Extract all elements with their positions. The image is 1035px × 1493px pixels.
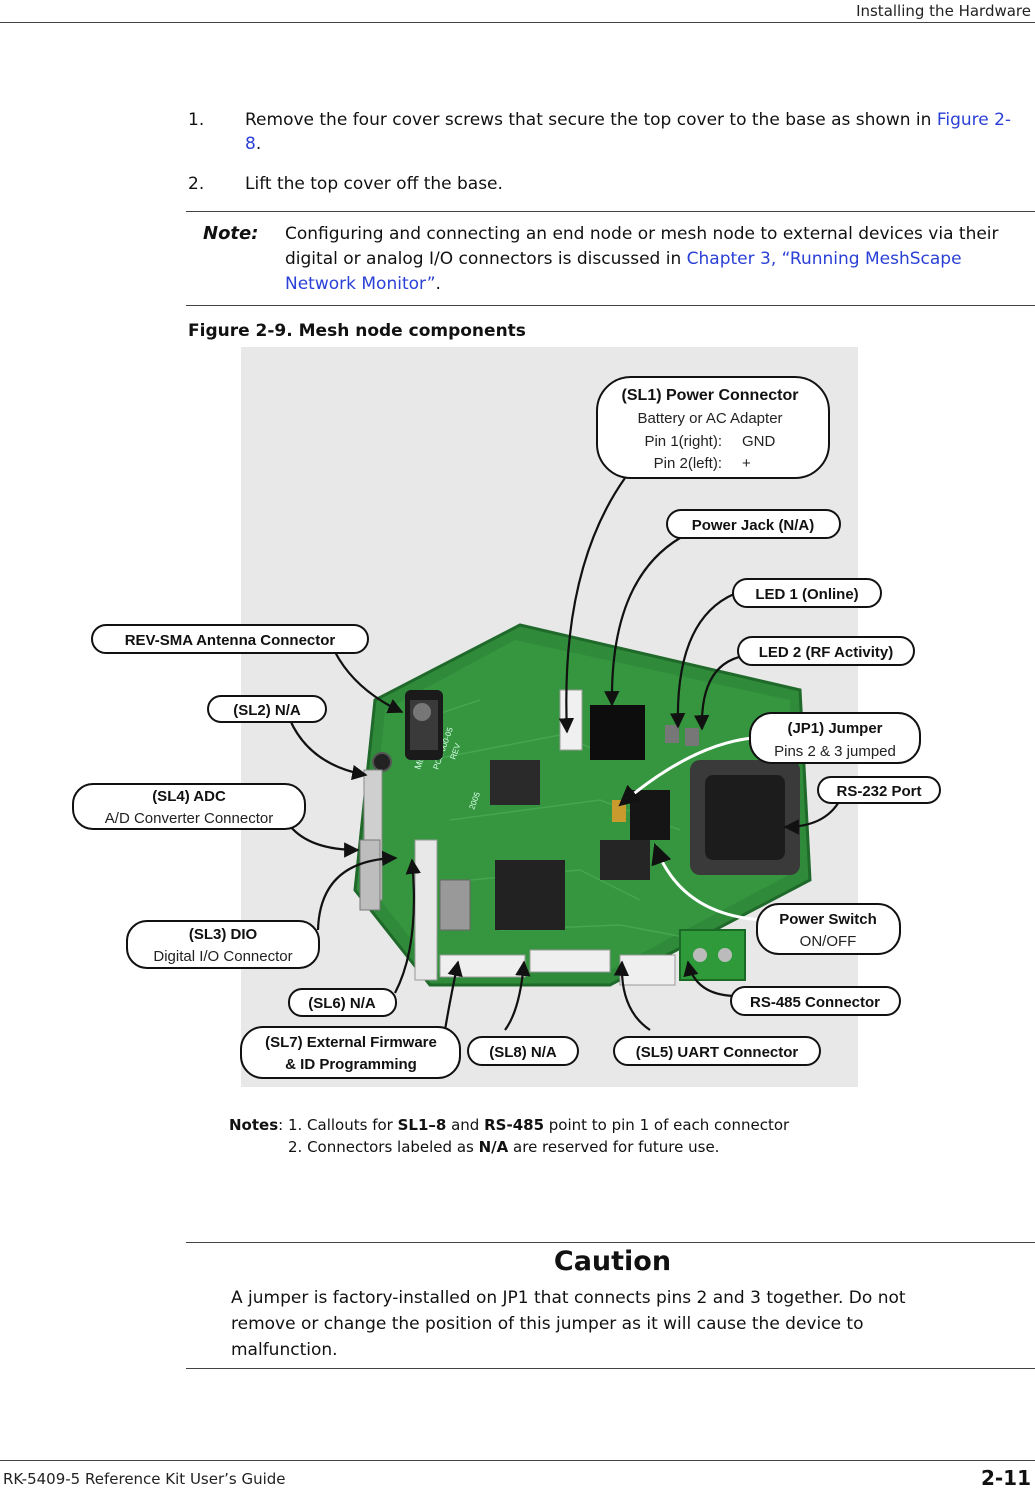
note2-end: are reserved for future use.: [508, 1138, 720, 1156]
note-text: Configuring and connecting an end node o…: [285, 224, 999, 269]
step-text: Remove the four cover screws that secure…: [245, 108, 1025, 156]
step-number: 2.: [188, 174, 205, 194]
running-header: Installing the Hardware: [856, 2, 1031, 20]
notes-lead: Notes: [229, 1116, 279, 1134]
note2-bold: N/A: [478, 1138, 509, 1156]
footer-rule: [0, 1460, 1035, 1461]
note1-bold-sl: SL1–8: [397, 1116, 447, 1134]
step-text: Lift the top cover off the base.: [245, 174, 503, 194]
note1-bold-rs485: RS-485: [484, 1116, 544, 1134]
step-text-end: .: [255, 134, 262, 154]
chapter-link[interactable]: Chapter 3, “Running MeshScape Network Mo…: [285, 249, 962, 294]
caution-title: Caution: [553, 1246, 672, 1277]
note-label: Note:: [203, 223, 259, 244]
header-rule: [0, 22, 1035, 23]
figure-notes: Notes: 1. Callouts for SL1–8 and RS-485 …: [229, 1114, 789, 1158]
note-bottom-rule: [186, 305, 1035, 306]
note1-mid: and: [446, 1116, 485, 1134]
footer-title: RK-5409-5 Reference Kit User’s Guide: [3, 1470, 286, 1488]
note2-text: 2. Connectors labeled as: [288, 1138, 479, 1156]
figure-note-1: Notes: 1. Callouts for SL1–8 and RS-485 …: [229, 1114, 789, 1136]
caution-top-rule: [186, 1242, 1035, 1243]
page-number: 2-11: [980, 1466, 1031, 1490]
caution-bottom-rule: [186, 1368, 1035, 1369]
figure-caption: Figure 2-9. Mesh node components: [188, 321, 526, 341]
note-text-end: .: [435, 274, 441, 294]
sl4-title: (SL4) ADC: [152, 788, 226, 805]
note1-end: point to pin 1 of each connector: [544, 1116, 790, 1134]
note-top-rule: [186, 211, 1035, 212]
note1-text: : 1. Callouts for: [278, 1116, 398, 1134]
note-body: Configuring and connecting an end node o…: [285, 222, 1033, 297]
step-text-part: Remove the four cover screws that secure…: [245, 110, 937, 130]
figure-note-2: 2. Connectors labeled as N/A are reserve…: [229, 1136, 789, 1158]
caution-body: A jumper is factory-installed on JP1 tha…: [231, 1288, 906, 1360]
step-number: 1.: [188, 110, 205, 130]
figure-photo: [241, 347, 858, 1087]
figure-link[interactable]: Figure 2-8: [245, 110, 1012, 154]
